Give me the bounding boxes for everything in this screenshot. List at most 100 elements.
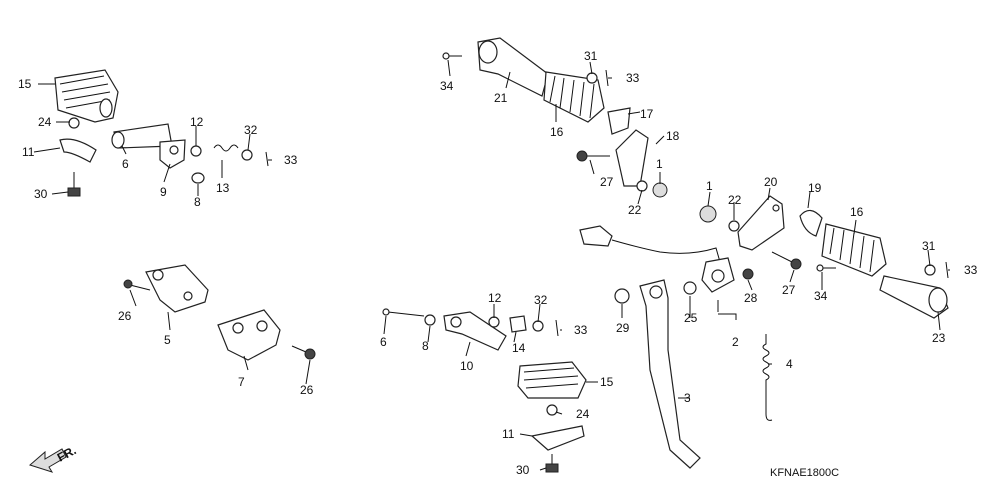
- callout-13: 13: [216, 181, 230, 195]
- callout-28: 28: [744, 291, 758, 305]
- callout-11: 11: [22, 145, 35, 159]
- spring-14: [509, 315, 527, 333]
- callout-22: 22: [728, 193, 742, 207]
- callout-33: 33: [284, 153, 298, 167]
- bracket-9-left: [159, 139, 186, 169]
- callout-21: 21: [494, 91, 508, 105]
- switch-connector: [579, 225, 721, 263]
- callout-33: 33: [626, 71, 640, 85]
- sidestand-3: [639, 279, 701, 469]
- callout-15: 15: [600, 375, 614, 389]
- callout-16: 16: [850, 205, 864, 219]
- callout-6: 6: [122, 157, 129, 171]
- callout-8: 8: [422, 339, 429, 353]
- callout-6: 6: [380, 335, 387, 349]
- bolt-27-upper: [576, 150, 610, 162]
- clip-19: [799, 209, 823, 237]
- callout-22: 22: [628, 203, 642, 217]
- callout-23: 23: [932, 331, 946, 345]
- callout-30: 30: [34, 187, 48, 201]
- footpeg-rubber-15-lower: [517, 361, 587, 399]
- diagram-code: KFNAE1800C: [770, 467, 839, 479]
- nut-32-lower: [532, 320, 544, 332]
- bolt-28: [742, 268, 754, 280]
- spring-13-left: [213, 144, 239, 152]
- footpeg-rubber-16-right: [821, 223, 887, 277]
- step-arm-21: [477, 37, 549, 97]
- callout-18: 18: [666, 129, 680, 143]
- callout-34: 34: [814, 289, 828, 303]
- bolt-30-lower: [545, 454, 559, 473]
- callout-33: 33: [574, 323, 588, 337]
- bolt-27-lower: [771, 251, 802, 270]
- callout-24: 24: [38, 115, 52, 129]
- washer-22-upper: [636, 180, 648, 192]
- callout-12: 12: [190, 115, 204, 129]
- washer-12-left: [190, 145, 202, 157]
- bushing-1-lower: [699, 205, 717, 223]
- bolt-30-left: [67, 172, 81, 197]
- bolt-26-upper: [123, 279, 151, 291]
- washer-22-lower: [728, 220, 740, 232]
- washer-12-lower: [488, 316, 500, 328]
- callout-17: 17: [640, 107, 654, 121]
- callout-16: 16: [550, 125, 564, 139]
- switch-body: [701, 257, 735, 293]
- pin-33-upper: [605, 69, 609, 87]
- callout-19: 19: [808, 181, 822, 195]
- bolt-25: [683, 281, 697, 295]
- callout-7: 7: [238, 375, 245, 389]
- callout-26: 26: [300, 383, 314, 397]
- pin-33-left: [265, 151, 269, 167]
- pin-33-right: [945, 261, 949, 279]
- callout-1: 1: [706, 179, 713, 193]
- callout-29: 29: [616, 321, 630, 335]
- bracket-20: [737, 195, 785, 251]
- callout-1: 1: [656, 157, 663, 171]
- callout-labels: 1524113069128133233265726342116313317182…: [18, 49, 978, 477]
- callout-20: 20: [764, 175, 778, 189]
- clip-11-left: [59, 138, 97, 163]
- bolt-24-lower: [546, 404, 558, 416]
- callout-25: 25: [684, 311, 698, 325]
- bushing-1-upper: [652, 182, 668, 198]
- bolt-6-lower: [382, 308, 425, 317]
- callout-31: 31: [922, 239, 936, 253]
- nut-32-left: [241, 149, 253, 161]
- callout-4: 4: [786, 357, 793, 371]
- callout-33: 33: [964, 263, 978, 277]
- pin-8-lower: [424, 314, 436, 326]
- bracket-5: [145, 264, 209, 313]
- callout-15: 15: [18, 77, 32, 91]
- step-arm-23: [879, 275, 949, 319]
- plate-17: [607, 107, 631, 135]
- callout-9: 9: [160, 185, 167, 199]
- bracket-7: [217, 309, 281, 361]
- callout-27: 27: [782, 283, 796, 297]
- callout-11: 11: [502, 427, 515, 441]
- callout-24: 24: [576, 407, 590, 421]
- callout-27: 27: [600, 175, 614, 189]
- callout-32: 32: [244, 123, 258, 137]
- leader-lines: [33, 59, 950, 471]
- bracket-18: [615, 129, 649, 187]
- bolt-34-upper: [442, 52, 462, 60]
- callout-34: 34: [440, 79, 454, 93]
- clip-11-lower: [530, 425, 585, 451]
- callout-8: 8: [194, 195, 201, 209]
- nut-31-right: [924, 264, 936, 276]
- front-direction-arrow: FR.: [28, 443, 78, 473]
- step-arm-10: [443, 311, 507, 351]
- callout-14: 14: [512, 341, 526, 355]
- callout-2: 2: [732, 335, 739, 349]
- footpeg-rubber-15-left: [54, 69, 119, 123]
- callout-32: 32: [534, 293, 548, 307]
- callout-12: 12: [488, 291, 502, 305]
- callout-31: 31: [584, 49, 598, 63]
- nut-31-upper: [586, 72, 598, 84]
- washer-29: [614, 288, 630, 304]
- spring-4: [762, 334, 773, 421]
- pin-33-lower: [555, 319, 559, 337]
